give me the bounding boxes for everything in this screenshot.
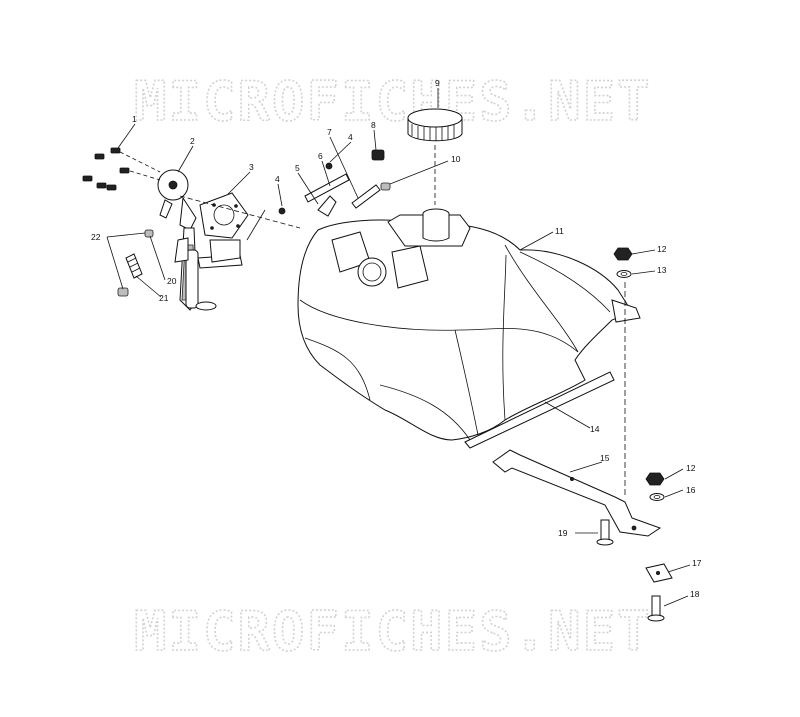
tank-bracket — [492, 449, 662, 537]
callout-14: 14 — [590, 424, 600, 434]
hardware — [596, 247, 673, 622]
callout-22: 22 — [91, 232, 101, 242]
callout-3: 3 — [249, 162, 254, 172]
callout-6: 6 — [318, 151, 323, 161]
callout-12a: 12 — [657, 244, 667, 254]
fuel-tank — [297, 208, 641, 441]
callout-5: 5 — [295, 163, 300, 173]
fuel-hoses — [278, 149, 391, 217]
fuel-cap — [407, 108, 463, 142]
callout-20: 20 — [167, 276, 177, 286]
callout-13: 13 — [657, 265, 667, 275]
callout-9: 9 — [435, 78, 440, 88]
callout-7: 7 — [327, 127, 332, 137]
pump-bolts — [82, 147, 130, 191]
callout-15: 15 — [600, 453, 610, 463]
callout-12b: 12 — [686, 463, 696, 473]
callout-2: 2 — [190, 136, 195, 146]
watermark-top: MICROFICHES.NET — [134, 70, 652, 133]
callout-17: 17 — [692, 558, 702, 568]
tank-strap — [464, 371, 615, 449]
callout-18: 18 — [690, 589, 700, 599]
callout-19: 19 — [558, 528, 568, 538]
callout-4a: 4 — [275, 174, 280, 184]
callout-21: 21 — [159, 293, 169, 303]
pump-gasket — [199, 192, 249, 239]
callout-labels: 1 2 3 4 5 6 7 4 8 9 10 11 12 13 14 15 12… — [91, 78, 702, 599]
fuel-pump-assembly — [157, 169, 243, 311]
callout-11: 11 — [555, 226, 564, 236]
watermark-bottom: MICROFICHES.NET — [134, 600, 652, 663]
callout-1: 1 — [132, 114, 137, 124]
hose-fittings — [117, 229, 154, 297]
callout-4b: 4 — [348, 132, 353, 142]
callout-8: 8 — [371, 120, 376, 130]
callout-10: 10 — [451, 154, 461, 164]
callout-16: 16 — [686, 485, 696, 495]
leader-lines — [106, 88, 691, 607]
